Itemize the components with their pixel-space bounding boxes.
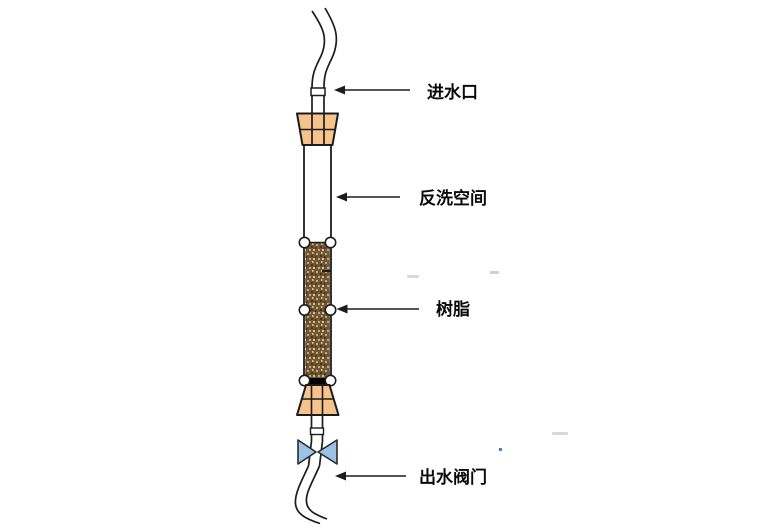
inlet-hose-left-wall (311, 10, 326, 89)
inlet-arrow (334, 85, 410, 95)
backwash-arrow (336, 192, 400, 202)
artifact-speck (499, 448, 502, 451)
top-stopper (296, 112, 339, 146)
outlet-valve-symbol (297, 439, 338, 465)
outlet-hose-left-wall (294, 465, 321, 525)
inlet-joint (310, 87, 326, 114)
clamp-circle-mid-left (298, 303, 311, 316)
backwash-space-label: 反洗空间 (419, 189, 487, 208)
resin-arrowhead (336, 304, 348, 314)
inlet-hose (311, 7, 338, 89)
inlet-arrowhead (334, 85, 345, 95)
outlet-arrow (335, 471, 406, 481)
inlet-hose-right-wall (323, 7, 338, 89)
outlet-tube (307, 415, 325, 467)
clamp-circles (298, 236, 337, 387)
outlet-hose (294, 465, 328, 525)
outlet-arrowhead (335, 471, 346, 481)
resin-label: 树脂 (436, 300, 470, 319)
artifact-smudge (407, 275, 419, 278)
valve-left-triangle (297, 439, 317, 465)
resin-arrow (336, 304, 419, 314)
artifact-smudge (552, 432, 568, 435)
backwash-arrowhead (336, 192, 347, 202)
bottom-stopper (296, 384, 340, 416)
clamp-circle-top-left (298, 236, 311, 249)
clamp-circle-top-right (324, 236, 337, 249)
outlet-hose-right-wall (305, 465, 328, 520)
clamp-circle-bottom-left (298, 374, 311, 387)
outlet-joint-band (309, 427, 325, 436)
bottom-seal-band (302, 378, 333, 385)
inlet-label: 进水口 (427, 83, 478, 102)
annotation-arrows (334, 85, 419, 481)
outlet-valve-label: 出水阀门 (419, 468, 487, 487)
artifact-smudge (490, 271, 499, 274)
valve-right-triangle (317, 439, 338, 465)
clamp-circle-mid-right (324, 303, 337, 316)
